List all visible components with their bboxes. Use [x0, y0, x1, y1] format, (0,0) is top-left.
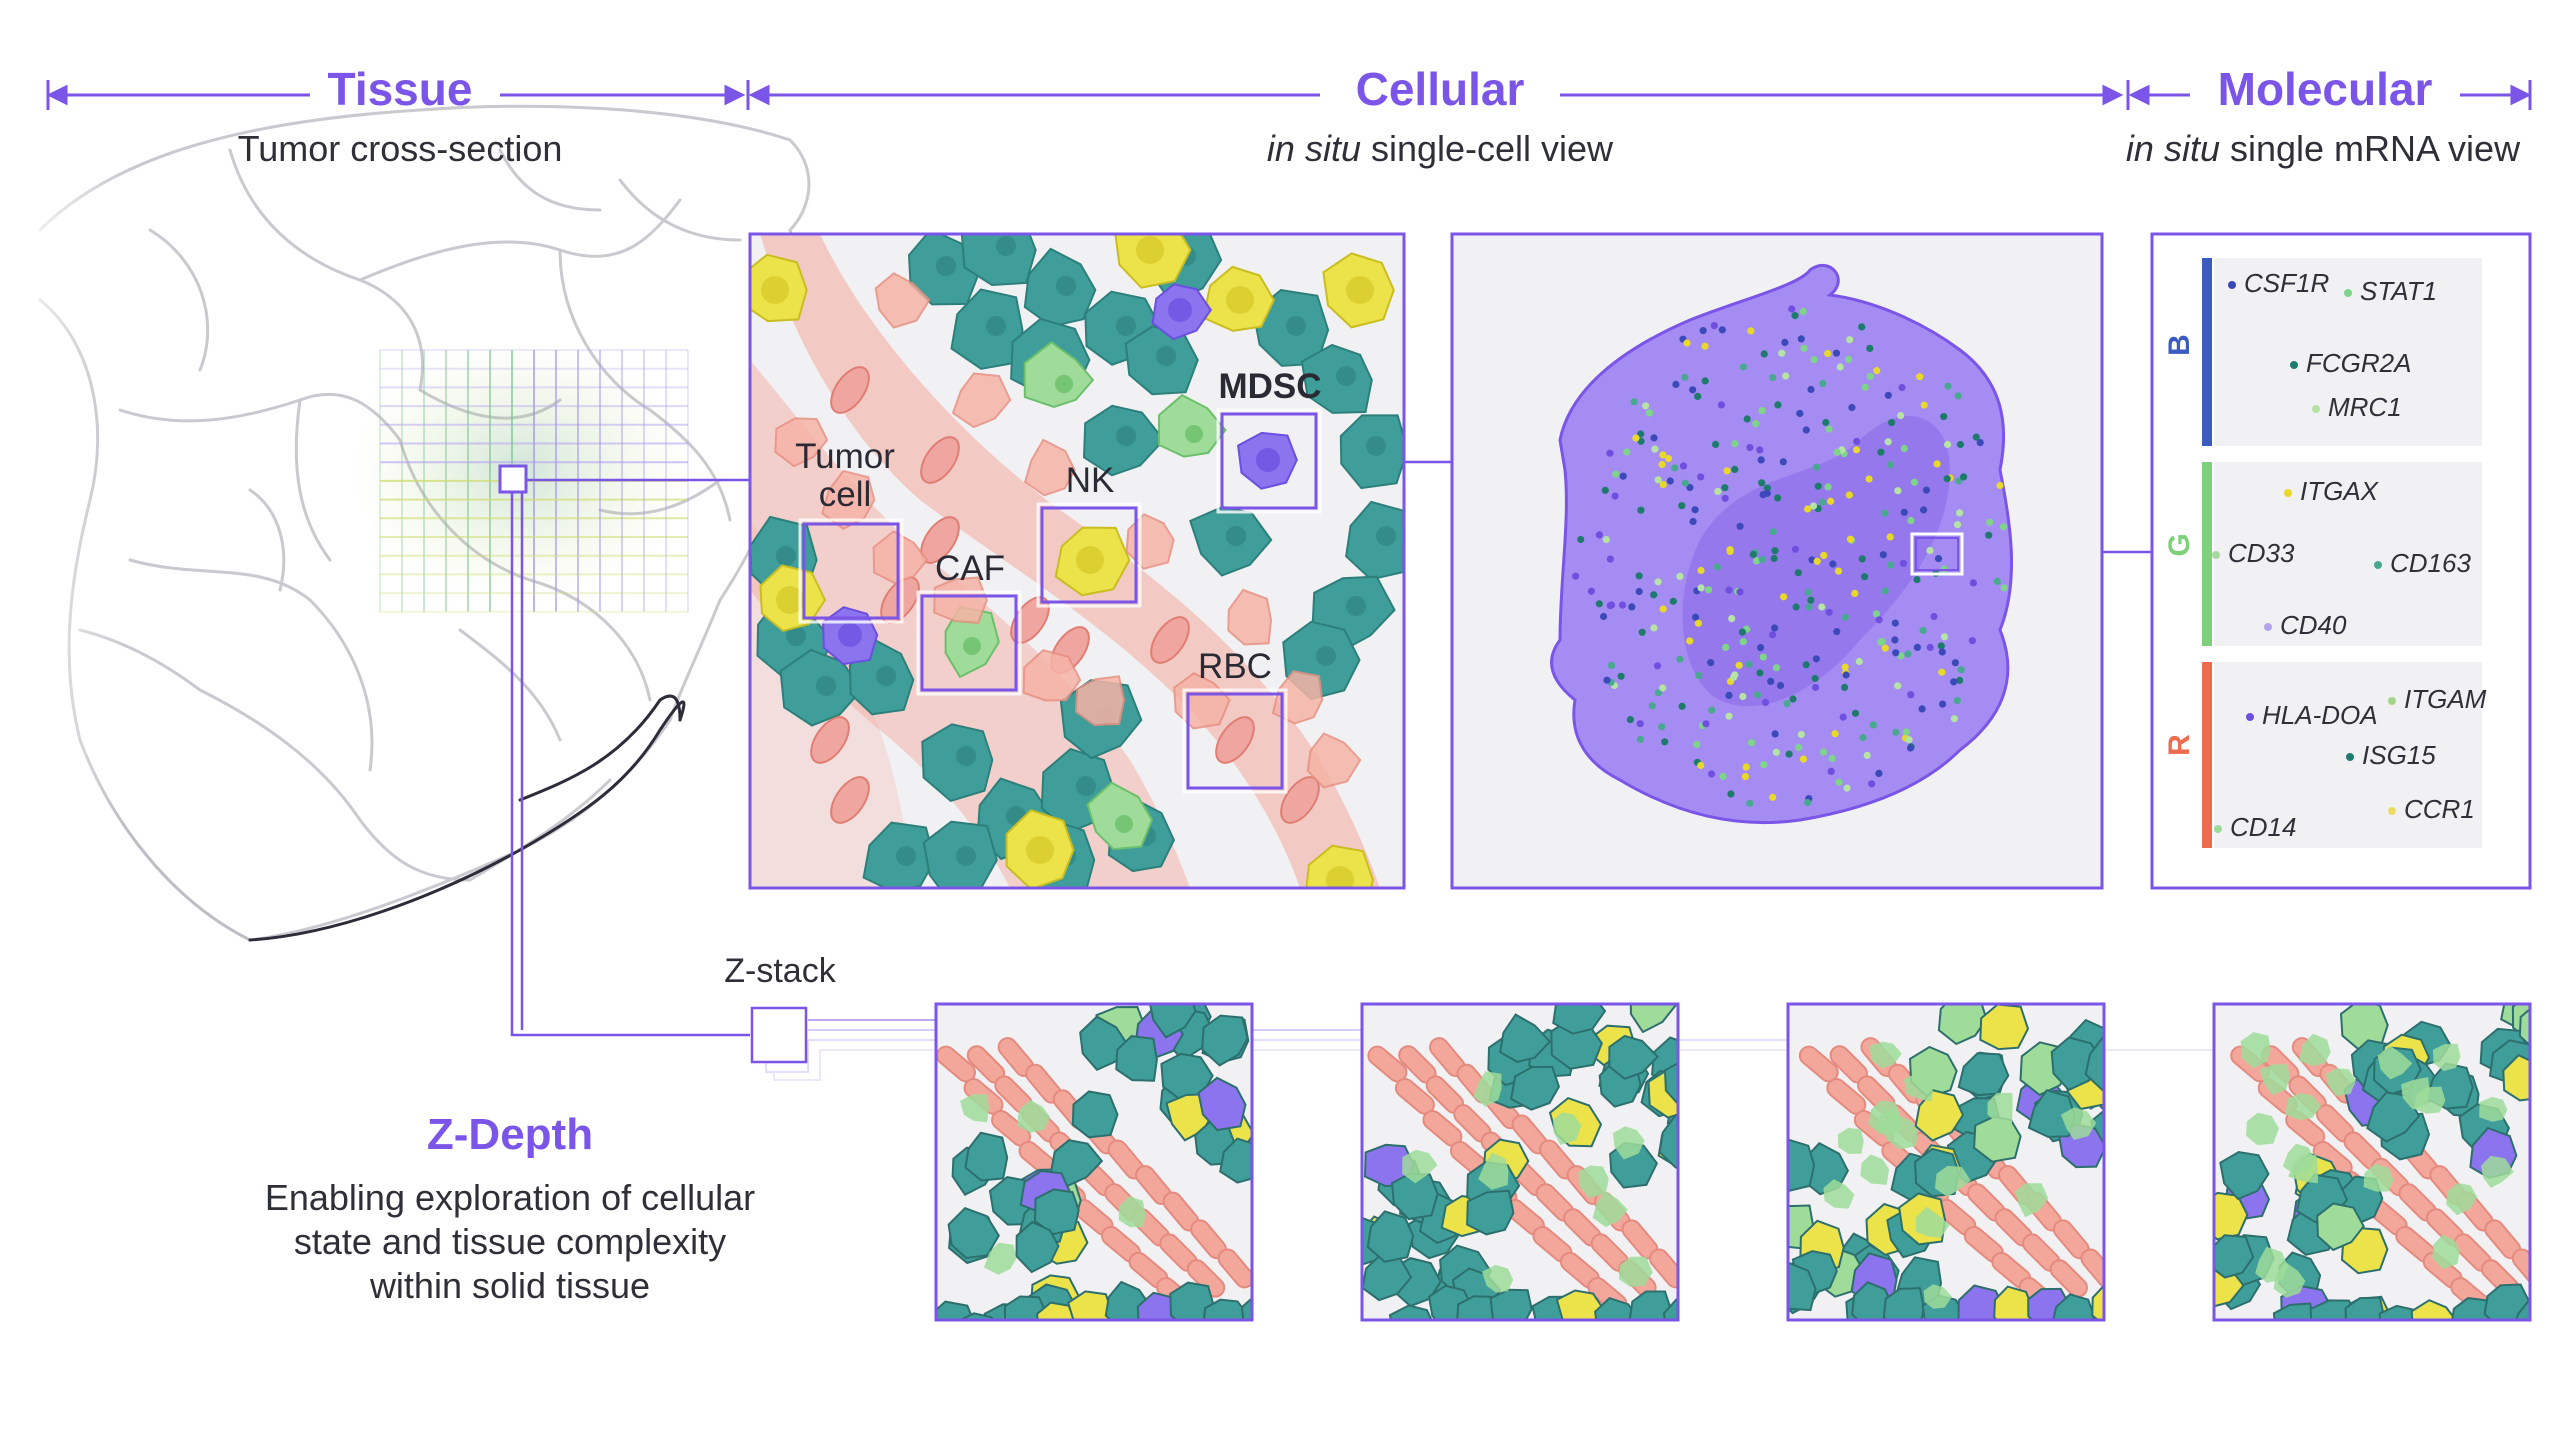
gene-name: CCR1 — [2404, 794, 2475, 824]
imaging-grid — [350, 340, 690, 613]
zdepth-title: Z-Depth — [426, 1110, 594, 1159]
label-tumor-cell: Tumor cell — [795, 437, 895, 514]
cellular-subtitle-italic: in situ — [1266, 128, 1361, 169]
cellular-subtitle: in situ single-cell view — [1190, 128, 1690, 170]
channel-label-b: B — [2163, 334, 2196, 356]
gene-dot-icon — [2388, 697, 2396, 706]
zstack-panel-4 — [2212, 1002, 2532, 1322]
gene-dot-icon — [2388, 807, 2396, 816]
molecular-subtitle-italic: in situ — [2125, 128, 2220, 169]
gene-dot-icon — [2374, 561, 2382, 570]
scale-arrows — [46, 80, 2532, 110]
tissue-subtitle: Tumor cross-section — [237, 128, 563, 169]
gene-name: CD14 — [2230, 812, 2297, 842]
gene-label: STAT1 — [2344, 276, 2437, 307]
gene-dot-icon — [2284, 489, 2292, 498]
gene-label: CD14 — [2214, 812, 2296, 843]
gene-label: CD163 — [2374, 548, 2471, 579]
cellular-panel — [748, 232, 1406, 890]
gene-name: CD163 — [2390, 548, 2471, 578]
zdepth-description: Enabling exploration of cellular state a… — [220, 1176, 800, 1308]
label-mdsc: MDSC — [1218, 367, 1322, 406]
zdepth-line-2: state and tissue complexity — [293, 1221, 727, 1262]
gene-dot-icon — [2344, 289, 2352, 298]
single-cell-panel — [1450, 232, 2104, 890]
cell-highlight-boxes — [802, 412, 1318, 790]
channel-label-r: R — [2163, 734, 2196, 756]
gene-label: ITGAM — [2388, 684, 2486, 715]
tissue-title: Tissue — [327, 63, 473, 115]
gene-dot-icon — [2212, 551, 2220, 560]
zdepth-line-3: within solid tissue — [369, 1265, 651, 1306]
gene-dot-icon — [2312, 405, 2320, 414]
gene-name: HLA-DOA — [2262, 700, 2378, 730]
gene-label: MRC1 — [2312, 392, 2402, 423]
cellular-subtitle-rest: single-cell view — [1360, 128, 1614, 169]
gene-label: ITGAX — [2284, 476, 2378, 507]
zstack-panel-2 — [1360, 1002, 1680, 1322]
gene-name: ISG15 — [2362, 740, 2436, 770]
gene-label: HLA-DOA — [2246, 700, 2378, 731]
zstack-label: Z-stack — [724, 952, 836, 990]
label-rbc: RBC — [1198, 647, 1272, 686]
zdepth-line-1: Enabling exploration of cellular — [264, 1177, 756, 1218]
gene-label: ISG15 — [2346, 740, 2436, 771]
gene-dot-icon — [2228, 281, 2236, 290]
cellular-title: Cellular — [1355, 63, 1525, 115]
molecular-title: Molecular — [2217, 63, 2433, 115]
gene-name: MRC1 — [2328, 392, 2402, 422]
gene-name: ITGAX — [2300, 476, 2379, 506]
gene-label: CCR1 — [2388, 794, 2475, 825]
channel-label-g: G — [2163, 533, 2196, 557]
gene-name: FCGR2A — [2306, 348, 2412, 378]
gene-name: ITGAM — [2404, 684, 2487, 714]
gene-dot-icon — [2290, 361, 2298, 370]
label-caf: CAF — [935, 549, 1005, 588]
label-nk: NK — [1065, 461, 1115, 500]
gene-label: FCGR2A — [2290, 348, 2411, 379]
zstack-panel-1 — [934, 1002, 1254, 1322]
molecular-subtitle-rest: single mRNA view — [2219, 128, 2521, 169]
gene-dot-icon — [2246, 713, 2254, 722]
molecular-panel — [2150, 232, 2532, 890]
gene-name: CD33 — [2228, 538, 2295, 568]
gene-name: CSF1R — [2244, 268, 2330, 298]
molecular-subtitle: in situ single mRNA view — [2098, 128, 2548, 170]
gene-label: CD40 — [2264, 610, 2346, 641]
gene-dot-icon — [2346, 753, 2354, 762]
gene-name: STAT1 — [2360, 276, 2438, 306]
gene-label: CD33 — [2212, 538, 2294, 569]
gene-dot-icon — [2214, 825, 2222, 834]
gene-name: CD40 — [2280, 610, 2347, 640]
zstack-icon — [750, 1006, 808, 1064]
zstack-panel-3 — [1786, 1002, 2106, 1322]
gene-label: CSF1R — [2228, 268, 2329, 299]
gene-dot-icon — [2264, 623, 2272, 632]
